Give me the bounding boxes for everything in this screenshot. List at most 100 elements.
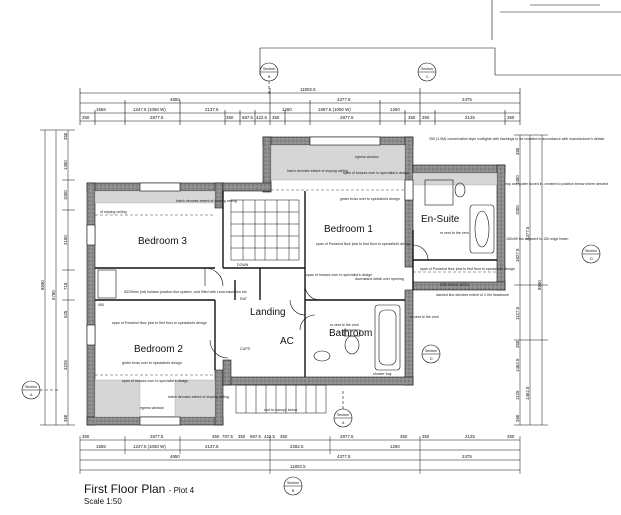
section-marker-b-bottom [283,476,303,496]
dim-bot-r2-1: 1247.5 (1050 W) [133,444,166,449]
dim-right-inner-7: 1125 [515,390,520,400]
dim-bot-r3-2: 2475 [462,454,472,459]
dim-bot-r1-9: 350 [400,434,408,439]
dim-top-r3-5: 350 [272,115,280,120]
note-hatch-sloping-2: hatch denotes extent of sloping ceiling [168,395,229,399]
sec-d-right-top-letter: D [590,257,593,261]
note-hatch-sloping-3: hatch denotes extent of sloping ceiling [176,199,237,203]
left-dimensions [40,129,75,426]
dim-bot-r3-0: 4850 [170,454,180,459]
drawing-notes: hatch denotes extent of sloping ceiling … [100,137,608,412]
dim-top-r2-4: 1697.5 (1050 W) [318,107,351,112]
dim-bot-r2-2: 2137.5 [205,444,219,449]
dim-bot-r1-0: 350 [82,434,90,439]
dim-right-outer-2: 1462.5 [525,386,530,400]
dim-left-inner-5: 625 [63,310,68,318]
dim-top-r1-0: 4850 [170,97,180,102]
rat-label: RAT [240,297,248,301]
note-span-posistrut-2: span of Posistrut floor joist to first f… [112,321,207,325]
dim-bot-r1-1: 2877.5 [150,434,164,439]
sec-b-bottom-label: Section [287,481,299,485]
section-marker-d-right-top [581,244,601,264]
dim-left-inner-7: 350 [63,414,68,422]
left-dimension-labels: 8590 6780 350 1350 1000 2150 715 625 322… [40,132,68,422]
dim-right-inner-8: 350 [515,414,520,422]
dim-bot-r2-4: 1260 [390,444,400,449]
dim-bot-r1-11: 2125 [465,434,475,439]
dim-bot-r1-2: 350 [212,434,220,439]
landing-label: Landing [250,307,286,318]
note-hatch-sloping-1: hatch denotes extent of sloping ceiling [287,169,348,173]
dim-top-r2-3: 1260 [282,107,292,112]
dim-right-inner-2: 1000 [515,205,520,215]
dim-left-outer-0: 8590 [40,280,45,290]
site-boundary [259,0,621,76]
bedroom-3-label: Bedroom 3 [138,236,187,247]
section-marker-b-top [259,62,279,95]
right-dimension-labels: 350 1350 1000 1827.5 1127.5 350 1462.5 1… [515,147,542,422]
sloping-ceiling-hatch [94,144,498,418]
sec-b-top-letter: B [268,75,271,79]
dim-top-r1-1: 4377.5 [337,97,351,102]
en-suite-label: En-Suite [421,214,460,225]
dim-top-r3b-0: 350 [422,115,430,120]
dim-top-r3-7: 350 [408,115,416,120]
dim-top-r2-5: 1260 [390,107,400,112]
section-marker-labels: Section A Section A Section B Section B … [25,67,597,493]
ac-label: AC [280,336,294,347]
sec-a-left-label: Section [25,385,37,389]
note-mv-vent-1: m.vent to the vent [440,231,469,235]
bathroom-label: Bathroom [329,328,372,339]
dim-top-r3b-1: 2125 [465,115,475,120]
dim-top-r3b-2: 350 [507,115,515,120]
dim-left-inner-3: 2150 [63,235,68,245]
note-rwp-gutter: rwp and gutter boxed in, created to posi… [505,182,608,186]
headroom-lines [95,189,497,376]
dim-right-outer-0: 8590 [537,280,542,290]
sec-a-left-letter: A [30,393,33,397]
down-label: DOWN [237,263,249,267]
note-span-posistrut-1: span of Posistrut floor joist to first f… [316,242,411,246]
dim-left-inner-0: 350 [63,132,68,140]
note-of-sloping-ceiling: of sloping ceiling [100,210,127,214]
sec-a-bottom-letter: A [342,421,345,425]
dim-top-r2-2: 2137.5 [205,107,219,112]
note-insulation: Ø225mm (int) holdare junction flue syste… [124,290,247,294]
note-girder-truss-1: girder truss over to specialist's design [340,197,400,201]
note-span-trusses-1: span of trusses over to specialist's des… [343,171,409,175]
note-downstand-detail: downstand detail over opening [355,277,404,281]
note-roof-to-canopy: roof to canopy below [264,408,298,412]
section-markers [21,62,601,496]
room-labels: Bedroom 3 Bedroom 1 Bedroom 2 En-Suite L… [98,214,460,355]
dim-bot-r2-3: 2282.5 [290,444,304,449]
note-conservation: 250 (1.0M) conservation style rooflights… [429,137,604,141]
dim-top-r3-4: 422.5 [256,115,268,120]
sec-a-bottom-label: Section [337,413,349,417]
sec-c-top-letter: C [426,75,429,79]
section-marker-a-bottom [333,390,353,428]
dim-bot-r3-1: 4377.5 [337,454,351,459]
note-egress-window: egress window [355,155,379,159]
dim-top-r3-1: 2877.5 [150,115,164,120]
bedroom-1-label: Bedroom 1 [324,224,373,235]
dim-bot-overall: 11802.5 [290,464,306,469]
dim-bot-r1-7: 350 [280,434,288,439]
dim-bot-r1-5: 687.5 [250,434,262,439]
note-mv-vent-3: m.vent to the vent [330,323,359,327]
dim-top-overall: 11802.5 [300,87,316,92]
canopy-roof-below [235,384,327,414]
dim-right-outer-1: 4377.5 [525,226,530,240]
drawing-title-suffix: - Plot 4 [168,486,195,495]
dim-left-inner-4: 715 [63,282,68,290]
dim-right-inner-5: 350 [515,340,520,348]
dim-top-r2-0: 1565 [96,107,106,112]
dim-top-r2-1: 1247.5 (1050 W) [133,107,166,112]
internal-walls [95,191,497,377]
note-girder-truss-2: girder truss over to specialist's design [122,361,182,365]
bath-fixtures [97,179,495,371]
dim-right-inner-6: 1462.5 [515,358,520,372]
top-dimensions [79,88,521,125]
dim-bot-r2-0: 1565 [96,444,106,449]
drawing-scale: Scale 1:50 [84,497,122,506]
section-marker-d-right [421,344,441,364]
